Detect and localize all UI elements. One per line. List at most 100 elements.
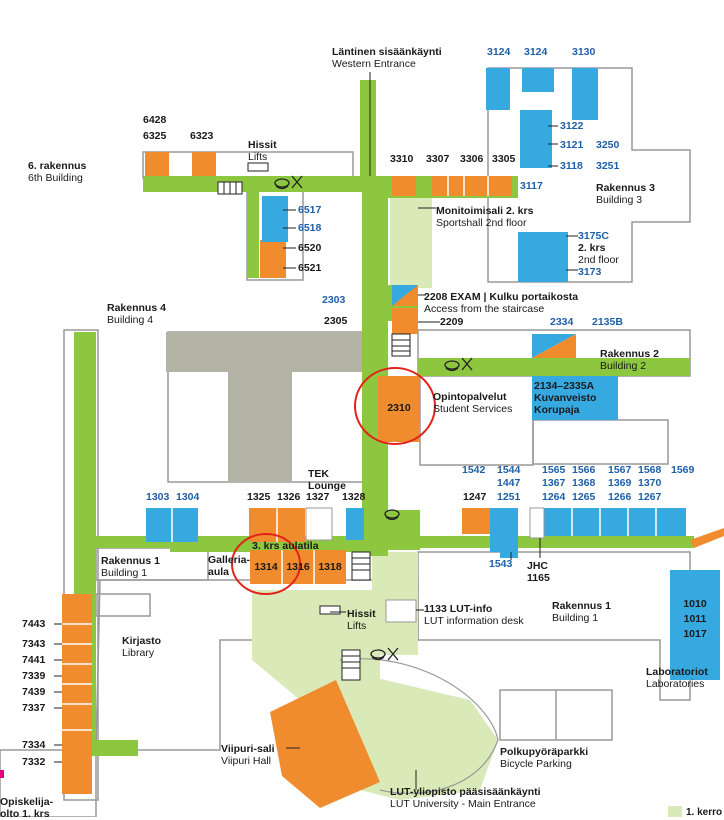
lifts-bottom-icon <box>319 605 341 615</box>
room-6517: 6517 <box>298 204 322 216</box>
room-7439: 7439 <box>22 686 46 698</box>
room-3175c: 3175C <box>578 230 609 242</box>
room-1544: 1544 <box>497 464 521 476</box>
building-4-gray <box>166 332 368 482</box>
room-3173: 3173 <box>578 266 602 278</box>
room-1566: 1566 <box>572 464 596 476</box>
room-2305: 2305 <box>324 315 348 327</box>
room-7441: 7441 <box>22 654 46 666</box>
room-1265: 1265 <box>572 491 596 503</box>
room-3122: 3122 <box>560 120 584 132</box>
room-1543: 1543 <box>489 558 513 570</box>
room-1304: 1304 <box>176 491 200 503</box>
blue-rooms <box>146 68 720 680</box>
room-3251: 3251 <box>596 160 620 172</box>
room-1367: 1367 <box>542 477 566 489</box>
room-2303: 2303 <box>322 294 346 306</box>
room-6521: 6521 <box>298 262 322 274</box>
room-2209: 2209 <box>440 316 464 328</box>
room-3307: 3307 <box>426 153 450 165</box>
cafe-icons <box>274 175 473 661</box>
room-1565: 1565 <box>542 464 566 476</box>
room-3306: 3306 <box>460 153 484 165</box>
aulatila-label: 3. krs aulatila <box>252 540 319 552</box>
room-1247: 1247 <box>463 491 487 503</box>
room-1251: 1251 <box>497 491 521 503</box>
room-1314: 1314 <box>254 561 278 573</box>
room-3118: 3118 <box>560 160 583 172</box>
room-1325: 1325 <box>247 491 271 503</box>
room-6325: 6325 <box>143 130 167 142</box>
student-label: Opiskelija-olto 1. krs <box>0 796 54 820</box>
lifts-top-icon <box>247 162 269 172</box>
main-entrance-outline <box>339 658 499 795</box>
room-1010: 1010 <box>683 598 707 610</box>
room-3130: 3130 <box>572 46 596 58</box>
room-2135b: 2135B <box>592 316 623 328</box>
room-1017: 1017 <box>683 628 707 640</box>
room-7443: 7443 <box>22 618 46 630</box>
room-3121: 3121 <box>560 139 584 151</box>
room-3124-a: 3124 <box>487 46 511 58</box>
room-1447: 1447 <box>497 477 521 489</box>
room-6428: 6428 <box>143 114 167 126</box>
room-1569: 1569 <box>671 464 695 476</box>
room-7339: 7339 <box>22 670 46 682</box>
room-7337: 7337 <box>22 702 46 714</box>
highlight-2310 <box>354 367 436 445</box>
room-1303: 1303 <box>146 491 170 503</box>
room-2334: 2334 <box>550 316 574 328</box>
room-1266: 1266 <box>608 491 632 503</box>
room-2310: 2310 <box>387 402 411 414</box>
room-1369: 1369 <box>608 477 632 489</box>
room-6518: 6518 <box>298 222 322 234</box>
room-7343: 7343 <box>22 638 46 650</box>
legend-swatch <box>668 806 682 817</box>
legend-label: 1. kerro <box>686 807 723 818</box>
room-3250: 3250 <box>596 139 620 151</box>
room-1327: 1327 <box>306 491 330 503</box>
room-1326: 1326 <box>277 491 301 503</box>
room-3305: 3305 <box>492 153 516 165</box>
leader-lines <box>54 72 578 790</box>
room-1368: 1368 <box>572 477 596 489</box>
building-7-outline <box>63 329 99 801</box>
room-1568: 1568 <box>638 464 662 476</box>
room-6520: 6520 <box>298 242 322 254</box>
room-1318: 1318 <box>318 561 342 573</box>
outlined-rooms <box>305 507 545 623</box>
exit-stub <box>690 528 724 548</box>
room-1567: 1567 <box>608 464 632 476</box>
room-1370: 1370 <box>638 477 662 489</box>
room-3117: 3117 <box>520 180 543 192</box>
room-1316: 1316 <box>286 561 310 573</box>
highlight-1314 <box>231 533 301 595</box>
room-1328: 1328 <box>342 491 366 503</box>
room-3124-b: 3124 <box>524 46 548 58</box>
galleria-label: Galleria-aula <box>208 554 251 578</box>
room-dividers <box>62 176 657 731</box>
room-7334: 7334 <box>22 739 46 751</box>
room-7332: 7332 <box>22 756 46 768</box>
room-6323: 6323 <box>190 130 214 142</box>
